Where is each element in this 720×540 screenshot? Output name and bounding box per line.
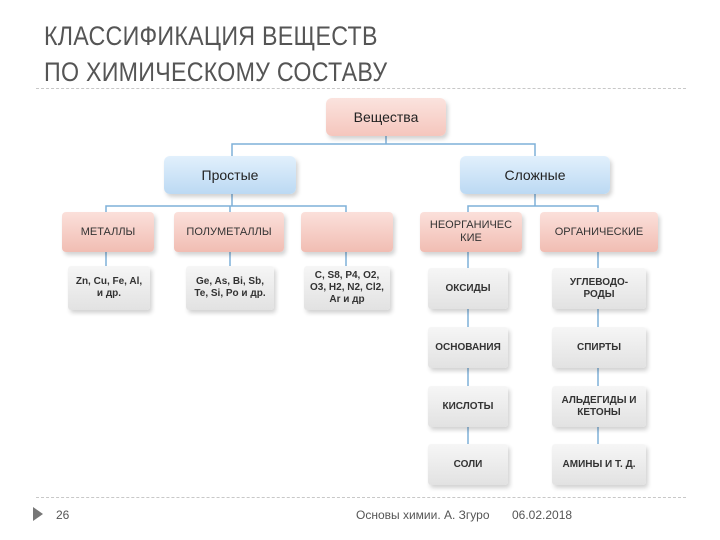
node-substances: Вещества (326, 98, 446, 136)
play-icon (33, 507, 43, 521)
connector-simple-leaves (105, 252, 347, 266)
leaf-aldehydes-ketones-text: АЛЬДЕГИДЫ И КЕТОНЫ (561, 394, 637, 418)
leaf-oxides: ОКСИДЫ (428, 268, 508, 309)
node-substances-label: Вещества (353, 109, 419, 125)
page-number: 26 (56, 508, 70, 522)
leaf-amines-text: АМИНЫ И Т. Д. (562, 458, 636, 470)
connector-root (231, 136, 536, 156)
leaf-nonmetals-examples-text: C, S8, P4, O2, O3, H2, N2, Cl2, Ar и др (310, 270, 384, 305)
node-complex-label: Сложные (504, 167, 566, 183)
leaf-acids: КИСЛОТЫ (428, 386, 508, 427)
node-simple: Простые (164, 156, 296, 194)
leaf-salts: СОЛИ (428, 444, 508, 485)
leaf-semimetals-examples: Ge, As, Bi, Sb, Te, Si, Po и др. (186, 266, 274, 310)
leaf-aldehydes-ketones: АЛЬДЕГИДЫ И КЕТОНЫ (552, 386, 646, 427)
footer-course: Основы химии. А. Згуро (356, 508, 490, 522)
connector-simple (105, 194, 347, 212)
node-inorganic-label: НЕОРГАНИЧЕС КИЕ (429, 219, 513, 244)
leaf-semimetals-examples-text: Ge, As, Bi, Sb, Te, Si, Po и др. (194, 276, 266, 299)
node-metals-label: МЕТАЛЛЫ (80, 225, 136, 238)
node-semimetals: ПОЛУМЕТАЛЛЫ (174, 212, 284, 252)
title-divider (36, 88, 686, 89)
slide-title: КЛАССИФИКАЦИЯ ВЕЩЕСТВ ПО ХИМИЧЕСКОМУ СОС… (44, 18, 577, 90)
leaf-bases-text: ОСНОВАНИЯ (435, 341, 501, 353)
leaf-salts-text: СОЛИ (453, 458, 483, 470)
node-metals: МЕТАЛЛЫ (62, 212, 154, 252)
leaf-bases: ОСНОВАНИЯ (428, 327, 508, 368)
leaf-oxides-text: ОКСИДЫ (445, 282, 491, 294)
node-complex: Сложные (460, 156, 610, 194)
leaf-hydrocarbons-text: УГЛЕВОДО-РОДЫ (569, 276, 629, 300)
node-inorganic: НЕОРГАНИЧЕС КИЕ (420, 212, 522, 252)
footer-divider (36, 497, 686, 498)
node-organic: ОРГАНИЧЕСКИЕ (540, 212, 658, 252)
leaf-metals-examples-text: Zn, Cu, Fe, Al, и др. (75, 276, 143, 299)
node-semimetals-label: ПОЛУМЕТАЛЛЫ (186, 225, 272, 238)
title-line-1: КЛАССИФИКАЦИЯ ВЕЩЕСТВ (44, 21, 378, 51)
leaf-amines: АМИНЫ И Т. Д. (552, 444, 646, 485)
leaf-metals-examples: Zn, Cu, Fe, Al, и др. (68, 266, 150, 310)
leaf-acids-text: КИСЛОТЫ (442, 400, 494, 412)
node-nonmetals (301, 212, 393, 252)
footer-date: 06.02.2018 (512, 508, 573, 522)
title-line-2: ПО ХИМИЧЕСКОМУ СОСТАВУ (44, 57, 388, 87)
leaf-nonmetals-examples: C, S8, P4, O2, O3, H2, N2, Cl2, Ar и др (304, 266, 390, 310)
leaf-alcohols: СПИРТЫ (552, 327, 646, 368)
leaf-hydrocarbons: УГЛЕВОДО-РОДЫ (552, 268, 646, 309)
leaf-alcohols-text: СПИРТЫ (576, 341, 622, 353)
node-organic-label: ОРГАНИЧЕСКИЕ (554, 225, 644, 238)
connector-complex (467, 194, 599, 212)
node-simple-label: Простые (201, 167, 259, 183)
